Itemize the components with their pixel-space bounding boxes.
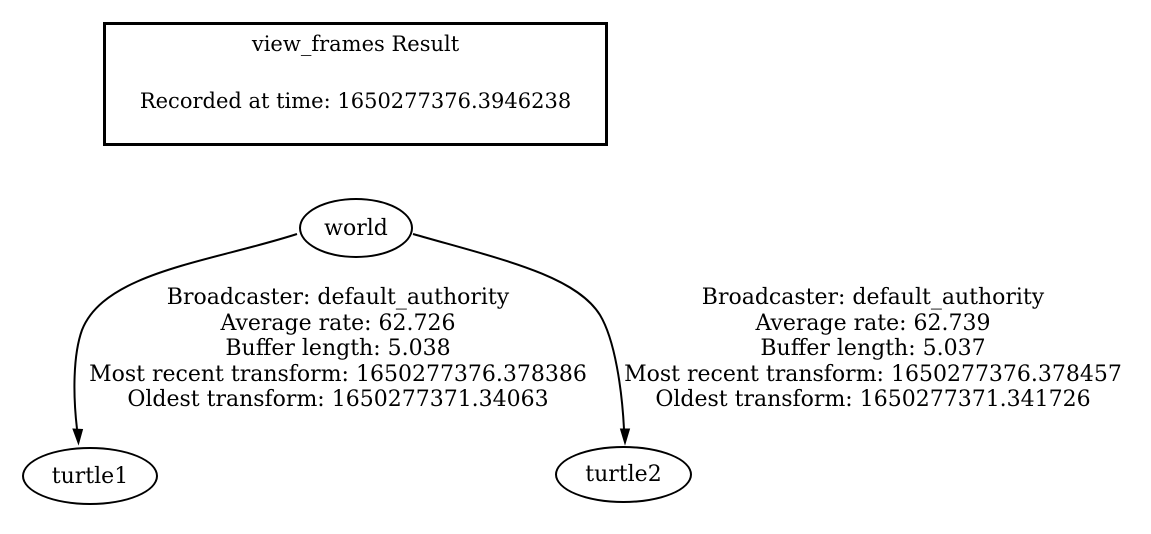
result-box: view_frames Result Recorded at time: 165… [103,22,608,146]
result-box-recorded-time: Recorded at time: 1650277376.3946238 [139,89,572,113]
node-world: world [299,198,413,258]
edge-label-line: Average rate: 62.739 [755,310,991,336]
edge-label-world-turtle1: Broadcaster: default_authority Average r… [78,285,598,413]
edge-label-line: Oldest transform: 1650277371.341726 [655,387,1091,412]
edge-label-line: Buffer length: 5.037 [760,336,986,361]
edge-label-line: Broadcaster: default_authority [166,285,510,310]
edge-label-world-turtle2: Broadcaster: default_authority Average r… [613,285,1133,413]
edge-label-line: Oldest transform: 1650277371.34063 [127,387,549,412]
edge-label-line: Most recent transform: 1650277376.378457 [624,361,1122,387]
edge-world-turtle2 [412,233,625,430]
edge-label-line: Most recent transform: 1650277376.378386 [89,361,587,387]
node-world-label: world [324,215,388,241]
arrowhead-turtle2 [619,428,631,446]
node-turtle2: turtle2 [555,446,692,503]
node-turtle1-label: turtle1 [51,463,129,489]
node-turtle2-label: turtle2 [585,462,662,487]
edge-label-line: Broadcaster: default_authority [701,285,1045,310]
result-box-title: view_frames Result [251,32,460,56]
edge-label-line: Buffer length: 5.038 [225,336,451,361]
edge-world-turtle1 [73,233,298,430]
arrowhead-turtle1 [72,428,84,446]
node-turtle1: turtle1 [22,447,158,505]
edge-label-line: Average rate: 62.726 [220,310,456,336]
